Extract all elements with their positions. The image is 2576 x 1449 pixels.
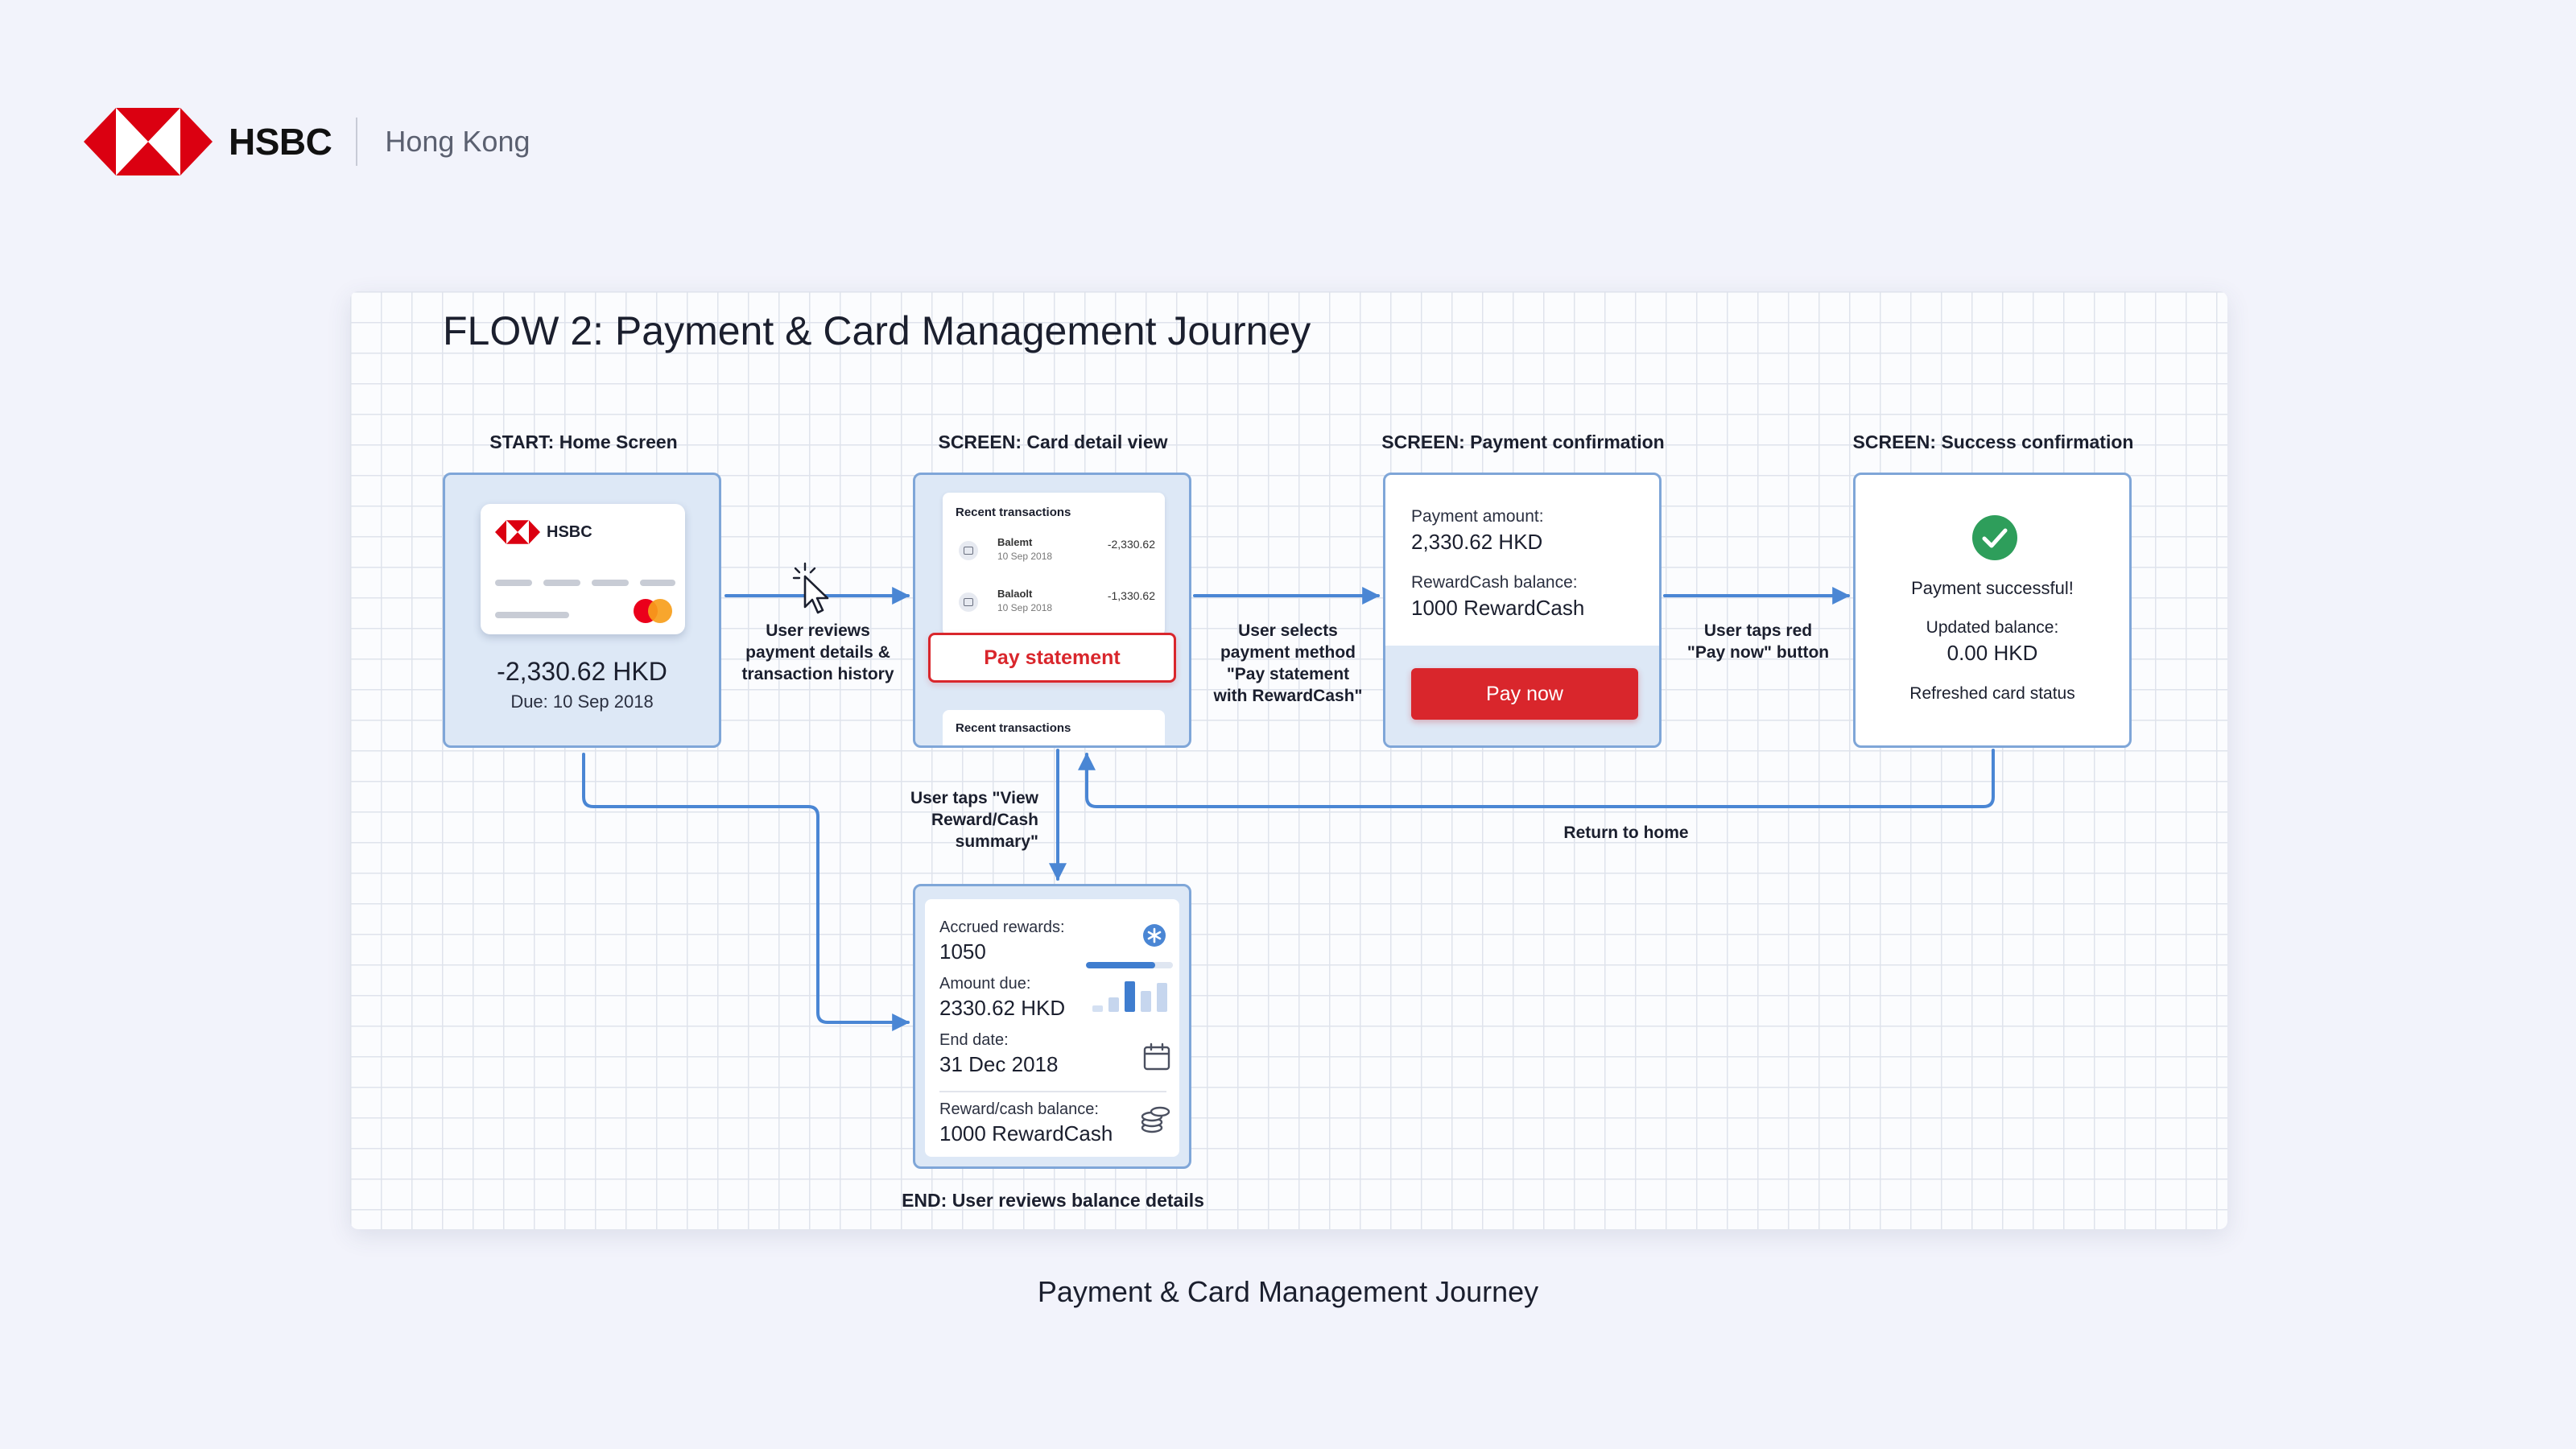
rewardcash-balance-value: 1000 RewardCash bbox=[1411, 596, 1585, 620]
transition-note-return-home: Return to home bbox=[1563, 824, 1689, 842]
card-number-group bbox=[640, 580, 675, 586]
stage-label-home: START: Home Screen bbox=[489, 431, 678, 452]
coins-stack-icon bbox=[1141, 1106, 1170, 1133]
end-date-label: End date: bbox=[939, 1031, 1009, 1049]
stage-label-success-confirmation: SCREEN: Success confirmation bbox=[1852, 431, 2134, 452]
calendar-icon bbox=[1143, 1042, 1170, 1071]
screen-home: HSBC -2,330.62 HKD Due: 10 Sep 2018 bbox=[443, 473, 721, 748]
hsbc-hexagon-logo-icon bbox=[84, 108, 213, 175]
brand-header: HSBC Hong Kong bbox=[84, 108, 530, 175]
recent-transactions-heading-2: Recent transactions bbox=[956, 721, 1071, 735]
recent-transactions-panel: Recent transactions Balemt 10 Sep 2018 -… bbox=[943, 493, 1165, 636]
pay-statement-button[interactable]: Pay statement bbox=[928, 633, 1176, 683]
card-status-text: Refreshed card status bbox=[1909, 684, 2075, 703]
transition-note-select-method: User selects payment method "Pay stateme… bbox=[1213, 621, 1363, 705]
transition-note-tap-pay-now: User taps red "Pay now" button bbox=[1686, 621, 1830, 662]
updated-balance-label: Updated balance: bbox=[1926, 618, 2059, 637]
card-number-group bbox=[543, 580, 580, 586]
transaction-row[interactable]: Balemt 10 Sep 2018 -2,330.62 bbox=[956, 533, 1158, 570]
payment-amount-label: Payment amount: bbox=[1411, 507, 1544, 526]
screen-success-confirmation: Payment successful! Updated balance: 0.0… bbox=[1853, 473, 2132, 748]
screen-payment-confirmation: Payment amount: 2,330.62 HKD RewardCash … bbox=[1383, 473, 1662, 748]
reward-cash-balance-label: Reward/cash balance: bbox=[939, 1100, 1099, 1118]
transaction-row[interactable]: Balaolt 10 Sep 2018 -1,330.62 bbox=[956, 584, 1158, 621]
bar-chart-icon bbox=[1089, 980, 1178, 1012]
accrued-rewards-label: Accrued rewards: bbox=[939, 919, 1065, 936]
end-date-value: 31 Dec 2018 bbox=[939, 1052, 1059, 1076]
transition-note-review: User reviews payment details & transacti… bbox=[741, 621, 894, 683]
card-due-date: Due: 10 Sep 2018 bbox=[510, 691, 654, 712]
pay-now-button[interactable]: Pay now bbox=[1411, 668, 1638, 720]
brand-region: Hong Kong bbox=[385, 125, 530, 158]
success-message: Payment successful! bbox=[1911, 578, 2074, 598]
rewardcash-balance-label: RewardCash balance: bbox=[1411, 573, 1578, 592]
card-balance: -2,330.62 HKD bbox=[497, 657, 667, 686]
amount-due-label: Amount due: bbox=[939, 975, 1031, 993]
accrued-rewards-value: 1050 bbox=[939, 939, 986, 964]
stage-label-card-detail: SCREEN: Card detail view bbox=[938, 431, 1168, 452]
summary-divider bbox=[939, 1091, 1166, 1092]
diagram-title: FLOW 2: Payment & Card Management Journe… bbox=[443, 308, 1311, 353]
card-brand-label: HSBC bbox=[547, 522, 592, 541]
brand-divider bbox=[356, 118, 358, 166]
stage-label-payment-confirmation: SCREEN: Payment confirmation bbox=[1381, 431, 1665, 452]
transition-note-view-rewards: User taps "View Reward/Cash summary" bbox=[910, 789, 1038, 851]
card-icon bbox=[959, 592, 978, 612]
updated-balance-value: 0.00 HKD bbox=[1946, 641, 2038, 665]
end-label: END: User reviews balance details bbox=[902, 1190, 1204, 1211]
amount-due-value: 2330.62 HKD bbox=[939, 996, 1066, 1020]
figure-caption: Payment & Card Management Journey bbox=[1037, 1275, 1539, 1308]
mastercard-logo-icon bbox=[648, 599, 672, 623]
credit-card-preview: HSBC bbox=[481, 504, 685, 634]
cursor-click-icon bbox=[792, 562, 829, 614]
recent-transactions-panel-2: Recent transactions bbox=[943, 710, 1165, 745]
screen-card-detail: Recent transactions Balemt 10 Sep 2018 -… bbox=[913, 473, 1191, 748]
rewards-summary-panel: Accrued rewards: 1050 Amount due: 2330.6… bbox=[925, 899, 1179, 1157]
card-holder-placeholder bbox=[495, 612, 569, 618]
card-number-group bbox=[495, 580, 532, 586]
card-number-group bbox=[592, 580, 629, 586]
rewards-badge-icon bbox=[1143, 924, 1166, 947]
recent-transactions-heading: Recent transactions bbox=[956, 506, 1071, 519]
payment-amount-value: 2,330.62 HKD bbox=[1411, 530, 1543, 554]
screen-rewards-summary: Accrued rewards: 1050 Amount due: 2330.6… bbox=[913, 884, 1191, 1169]
brand-name: HSBC bbox=[229, 121, 332, 163]
card-icon bbox=[959, 541, 978, 560]
accrued-rewards-progress bbox=[1086, 962, 1173, 968]
hsbc-hexagon-logo-icon bbox=[495, 520, 540, 544]
success-check-icon bbox=[1972, 515, 2017, 560]
reward-cash-balance-value: 1000 RewardCash bbox=[939, 1121, 1113, 1146]
